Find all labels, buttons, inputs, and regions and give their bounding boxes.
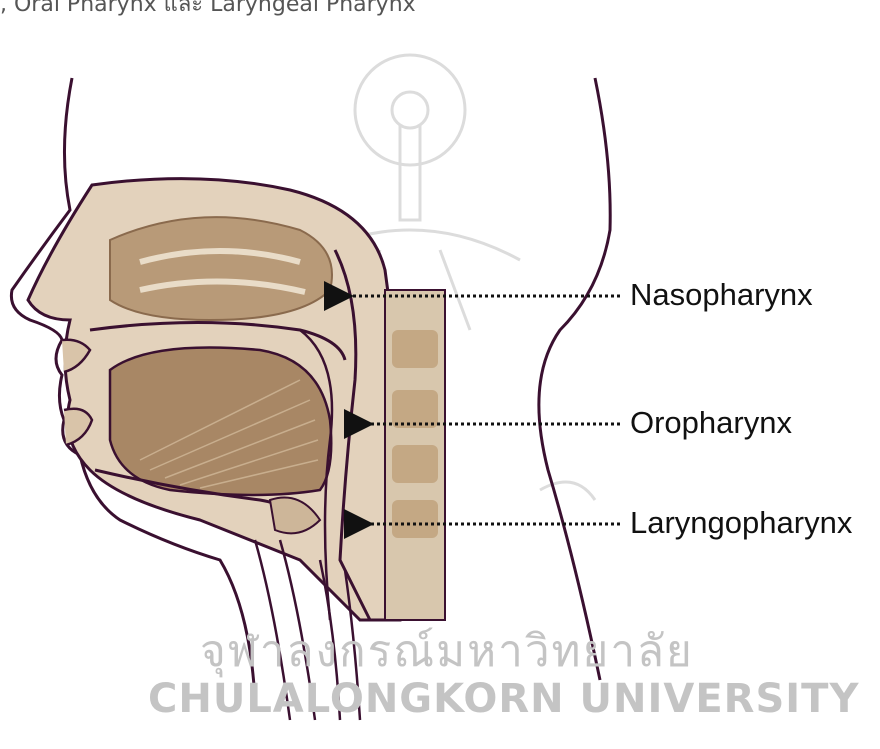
label-oropharynx: Oropharynx bbox=[630, 405, 792, 441]
back-of-neck-outline bbox=[539, 78, 610, 680]
nasal-cavity bbox=[110, 217, 332, 320]
label-nasopharynx: Nasopharynx bbox=[630, 277, 813, 313]
label-laryngopharynx: Laryngopharynx bbox=[630, 505, 852, 541]
vertebral-column bbox=[385, 290, 445, 620]
tongue bbox=[110, 348, 331, 496]
watermark-english: CHULALONGKORN UNIVERSITY bbox=[148, 676, 859, 722]
